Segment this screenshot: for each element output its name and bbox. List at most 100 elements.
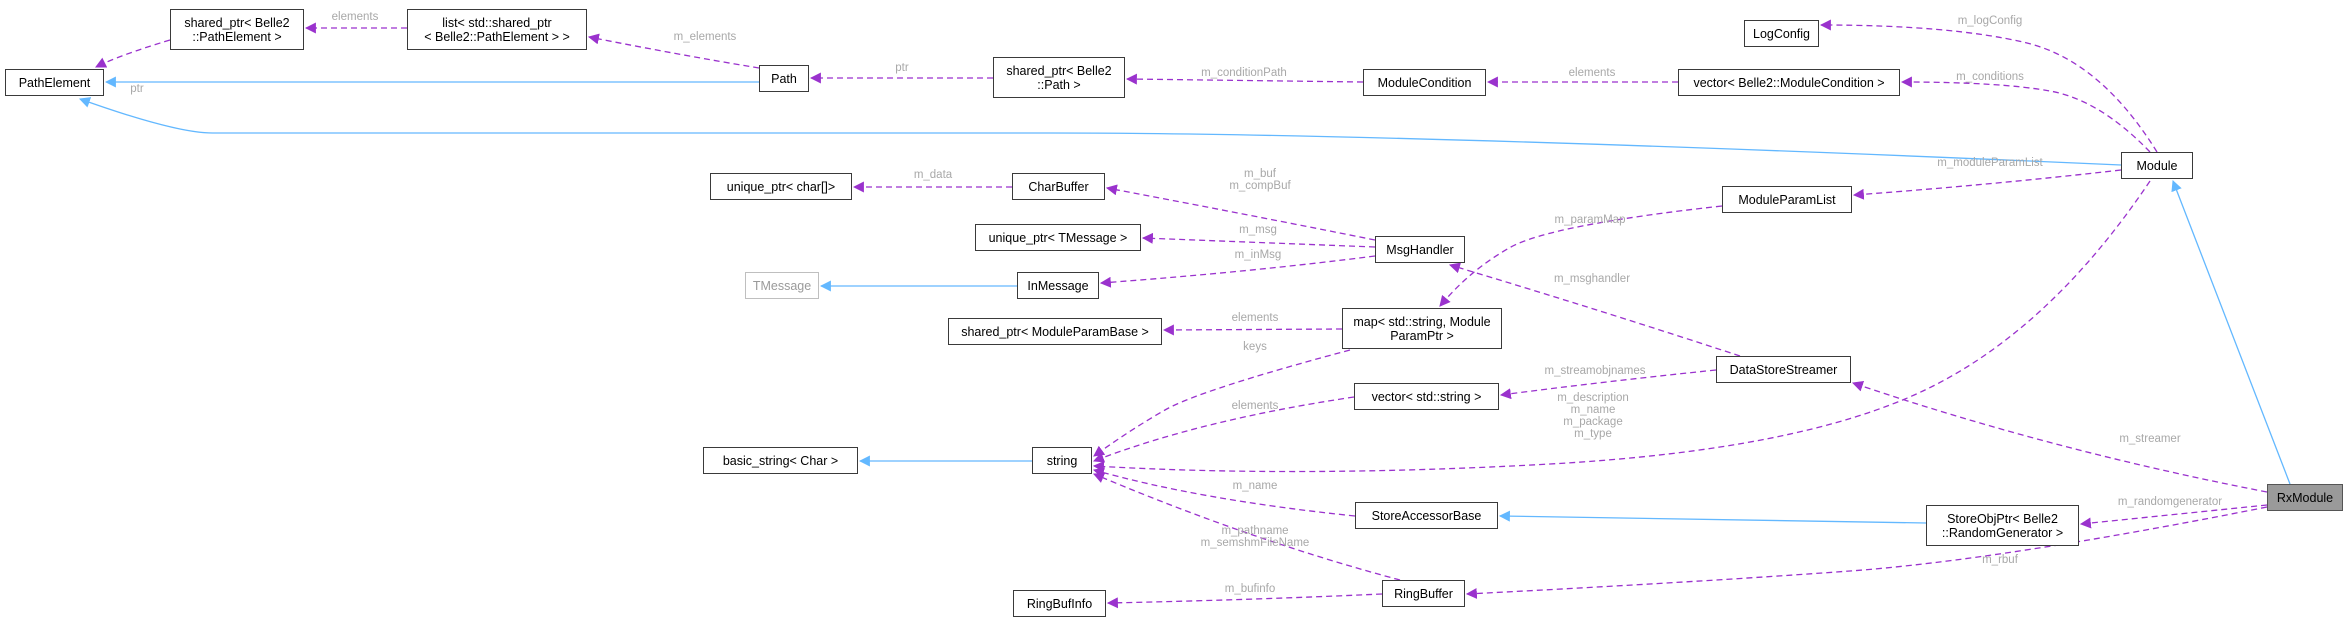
edge-line (1439, 205, 1723, 307)
edge-label-line: elements (1569, 67, 1616, 79)
edge-label-line: ptr (130, 83, 144, 95)
edge-RxModule-to-Module (2171, 179, 2291, 485)
class-node-moduleparamlist[interactable]: ModuleParamList (1722, 186, 1852, 213)
class-node-label-line: ParamPtr > (1390, 328, 1454, 343)
edge-line (1092, 472, 1401, 581)
edge-Module-to-ModuleParamList: m_moduleParamList (1852, 157, 2122, 200)
edge-label-line: m_package (1563, 416, 1622, 428)
edge-line (1162, 324, 1343, 336)
edge-Module-to-PathElement (78, 97, 2122, 166)
edge-listPE-to-spPE: elements (304, 11, 407, 34)
edge-Module-to-LogConfig: m_logConfig (1819, 15, 2158, 153)
class-node-label-line: ::PathElement > (192, 29, 282, 44)
class-node-string[interactable]: string (1032, 447, 1092, 474)
edge-line (1125, 73, 1364, 85)
class-node-uptmsg[interactable]: unique_ptr< TMessage > (975, 224, 1141, 251)
edge-label: ptr (130, 83, 144, 95)
class-node-label-line: CharBuffer (1028, 179, 1089, 194)
class-node-path[interactable]: Path (759, 65, 809, 92)
edge-label-line: elements (1232, 312, 1279, 324)
class-node-label-line: Module (2136, 158, 2178, 173)
class-node-sppath[interactable]: shared_ptr< Belle2::Path > (993, 57, 1125, 98)
class-node-listpe[interactable]: list< std::shared_ptr< Belle2::PathEleme… (407, 9, 587, 50)
class-node-storeaccessorbase[interactable]: StoreAccessorBase (1355, 502, 1498, 529)
class-node-label: unique_ptr< char[]> (727, 180, 835, 194)
class-node-inmessage[interactable]: InMessage (1017, 272, 1099, 299)
class-node-basicstring[interactable]: basic_string< Char > (703, 447, 858, 474)
edge-label: m_conditions (1956, 71, 2024, 83)
edge-label: m_logConfig (1958, 15, 2023, 27)
class-node-tmessage[interactable]: TMessage (745, 272, 819, 299)
class-node-logconfig[interactable]: LogConfig (1744, 20, 1819, 47)
edge-line (1819, 19, 2158, 153)
class-node-modulecondition[interactable]: ModuleCondition (1363, 69, 1486, 96)
edge-label-line: m_buf (1244, 168, 1277, 180)
edge-label-line: m_description (1557, 392, 1629, 404)
edge-label: m_conditionPath (1201, 67, 1287, 79)
edge-line (1448, 262, 1741, 357)
edge-DataStoreStreamer-to-MsgHandler: m_msghandler (1448, 262, 1741, 357)
edge-label: m_msghandler (1554, 273, 1630, 285)
edge-line (1141, 232, 1376, 248)
class-node-label-line: DataStoreStreamer (1729, 362, 1838, 377)
edge-line (1099, 255, 1376, 288)
class-node-sppe[interactable]: shared_ptr< Belle2::PathElement > (170, 9, 304, 50)
edge-line (1851, 380, 2268, 493)
edge-MsgHandler-to-InMessage: m_inMsg (1099, 249, 1376, 288)
class-node-upchar[interactable]: unique_ptr< char[]> (710, 173, 852, 200)
class-node-vecmodcond[interactable]: vector< Belle2::ModuleCondition > (1678, 69, 1900, 96)
edge-line (1852, 169, 2122, 200)
edge-line (1092, 467, 1356, 517)
edge-line (1106, 593, 1383, 609)
edge-line (1092, 396, 1355, 463)
class-node-label: unique_ptr< TMessage > (989, 231, 1128, 245)
class-node-msghandler[interactable]: MsgHandler (1375, 236, 1465, 263)
class-node-label: StoreObjPtr< Belle2::RandomGenerator > (1942, 512, 2063, 540)
class-node-label: shared_ptr< Belle2::PathElement > (184, 16, 289, 44)
edge-DataStoreStreamer-to-vecString: m_streamobjnames (1499, 365, 1717, 400)
class-node-rxmodule: RxModule (2267, 484, 2343, 511)
edge-Module-to-vecModCond: m_conditions (1900, 71, 2151, 153)
class-node-label: shared_ptr< Belle2::Path > (1006, 64, 1111, 92)
edge-line (2079, 504, 2268, 529)
class-node-spmpb[interactable]: shared_ptr< ModuleParamBase > (948, 318, 1162, 345)
edge-label-line: m_msghandler (1554, 273, 1630, 285)
edge-vecModCond-to-ModuleCondition: elements (1486, 67, 1678, 88)
class-node-label: RingBuffer (1394, 587, 1453, 601)
class-node-label: StoreAccessorBase (1372, 509, 1482, 523)
edge-label: elements (1232, 400, 1279, 412)
class-node-module[interactable]: Module (2121, 152, 2193, 179)
class-node-label: shared_ptr< ModuleParamBase > (961, 325, 1149, 339)
edge-line (78, 97, 2122, 166)
class-node-label: basic_string< Char > (723, 454, 838, 468)
class-node-charbuffer[interactable]: CharBuffer (1012, 173, 1105, 200)
edge-label-line: m_conditions (1956, 71, 2024, 83)
class-node-pathelement[interactable]: PathElement (5, 69, 104, 96)
edge-CharBuffer-to-upChar: m_data (852, 169, 1012, 193)
edge-label: elements (1569, 67, 1616, 79)
edge-label-line: m_data (914, 169, 953, 181)
class-node-label-line: RingBuffer (1394, 586, 1453, 601)
edge-spPE-to-PathElement: ptr (95, 39, 171, 95)
class-node-ringbuffer[interactable]: RingBuffer (1382, 580, 1465, 607)
edge-line (95, 39, 171, 68)
class-node-label: DataStoreStreamer (1730, 363, 1838, 377)
edge-label: m_elements (674, 31, 737, 43)
class-node-label-line: ::Path > (1037, 77, 1081, 92)
edge-label-line: m_bufinfo (1225, 583, 1276, 595)
edge-label-line: elements (332, 11, 379, 23)
class-node-datastorestreamer[interactable]: DataStoreStreamer (1716, 356, 1851, 383)
class-node-ringbufinfo[interactable]: RingBufInfo (1013, 590, 1106, 617)
class-node-vecstring[interactable]: vector< std::string > (1354, 383, 1499, 410)
edge-mapParam-to-spMPB: elements (1162, 312, 1343, 336)
class-node-storeobjptr[interactable]: StoreObjPtr< Belle2::RandomGenerator > (1926, 505, 2079, 546)
edge-label-line: m_name (1233, 480, 1278, 492)
class-node-label: LogConfig (1753, 27, 1810, 41)
edge-label-line: m_rbuf (1982, 554, 2019, 566)
class-node-label: Path (771, 72, 797, 86)
edge-label-line: m_streamobjnames (1545, 365, 1646, 377)
class-node-label-line: list< std::shared_ptr (442, 15, 552, 30)
